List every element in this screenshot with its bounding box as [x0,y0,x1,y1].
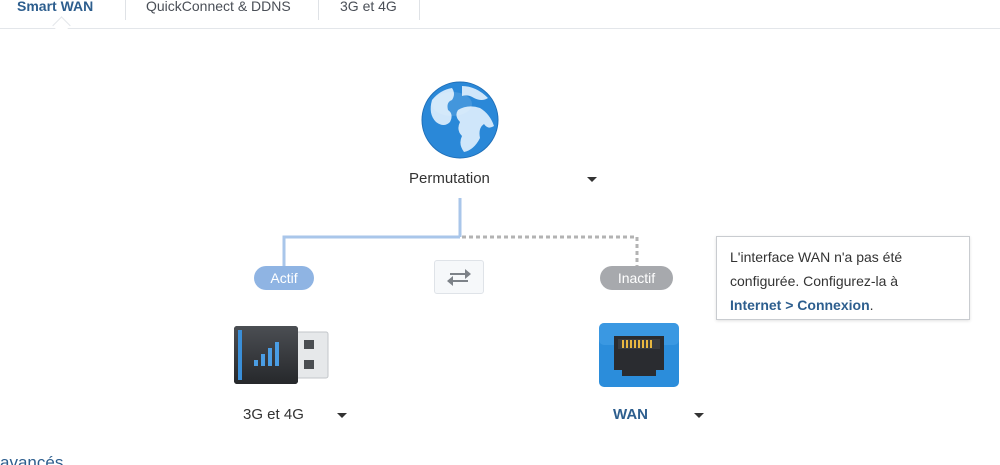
advanced-settings-link[interactable]: avancés [0,453,64,465]
tab-smart-wan[interactable]: Smart WAN [17,0,94,14]
tooltip-line-1: L'interface WAN n'a pas été [730,249,903,265]
globe-icon [418,78,502,162]
tab-divider [318,0,319,20]
tab-divider [419,0,420,20]
status-badge-inactive: Inactif [600,266,673,290]
status-badge-active: Actif [254,266,314,290]
mode-dropdown-caret[interactable] [587,177,597,182]
internet-connection-link[interactable]: Internet > Connexion [730,297,870,313]
tab-divider [125,0,126,20]
tab-3g-4g[interactable]: 3G et 4G [340,0,397,14]
tooltip-line-2: configurée. Configurez-la à [730,273,899,289]
wan-config-tooltip: L'interface WAN n'a pas été configurée. … [716,236,970,320]
tab-bar: Smart WAN QuickConnect & DDNS 3G et 4G [0,0,1000,35]
tooltip-line-3: Internet > Connexion. [730,297,874,313]
device-3g-4g-dropdown-caret[interactable] [337,413,347,418]
device-wan-dropdown-caret[interactable] [694,413,704,418]
swap-priority-button[interactable] [434,260,484,294]
device-label-wan: WAN [613,406,648,423]
usb-modem-icon [232,324,332,386]
device-label-3g-4g: 3G et 4G [243,406,304,423]
ethernet-port-icon [598,322,680,388]
mode-label: Permutation [409,170,490,187]
swap-arrows-icon [447,269,471,286]
tab-quickconnect-ddns[interactable]: QuickConnect & DDNS [146,0,291,14]
